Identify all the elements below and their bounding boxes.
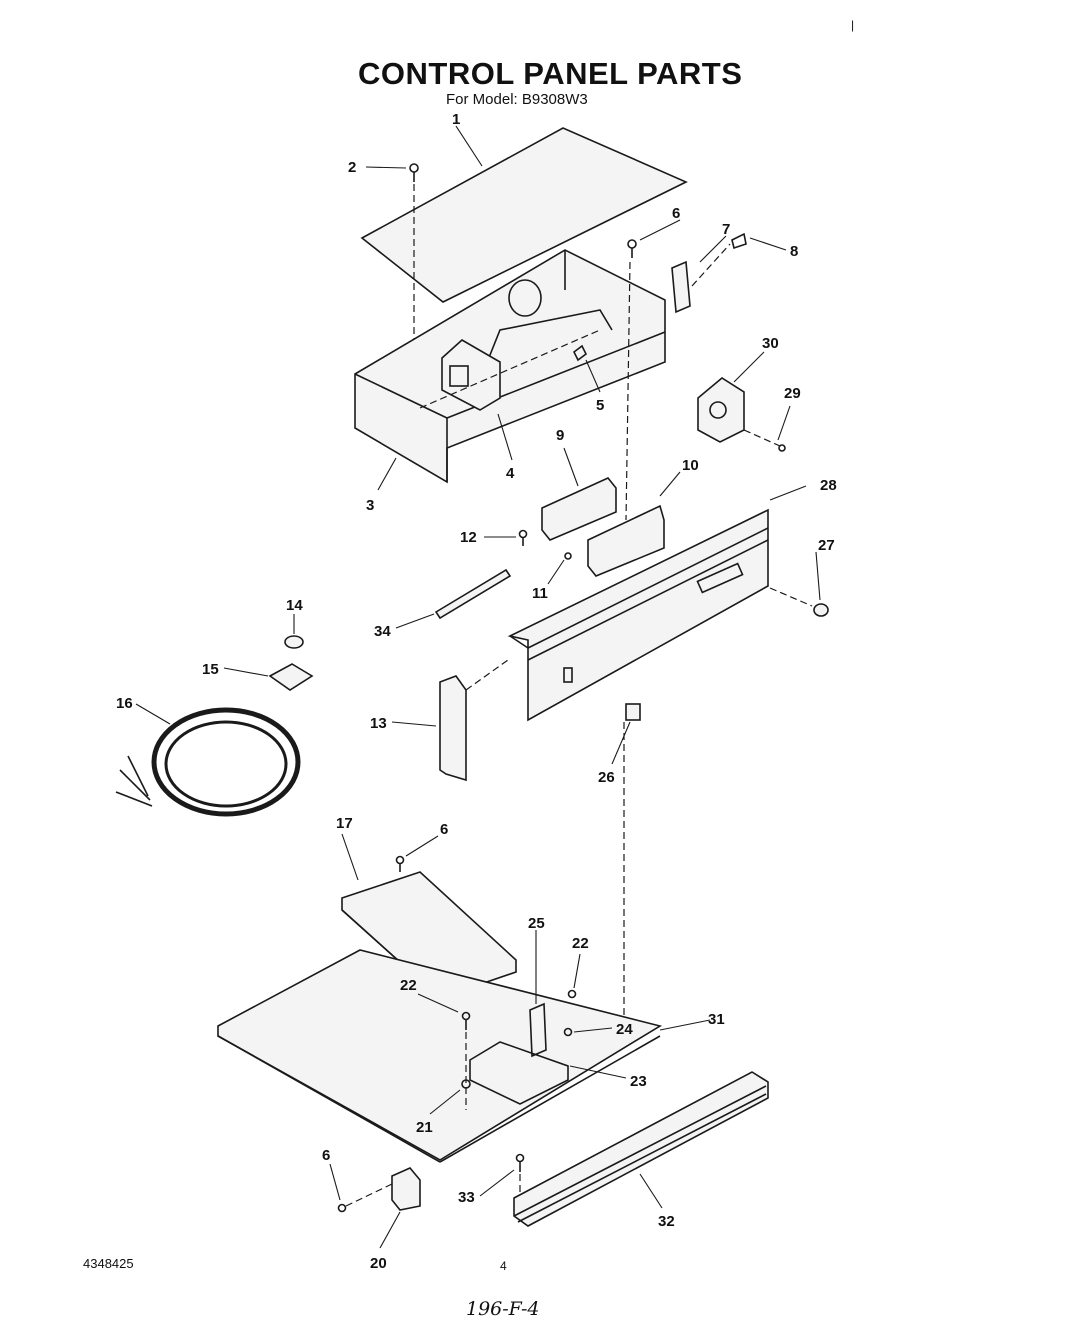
handwritten-note: 196-F-4 bbox=[466, 1298, 540, 1320]
callout-14: 14 bbox=[286, 597, 303, 614]
part-23-support bbox=[469, 1041, 569, 1105]
callout-labels: 1 2 3 4 5 6 6 6 7 8 9 10 11 12 13 14 15 … bbox=[116, 111, 837, 1272]
guide-line-7-8 bbox=[691, 243, 731, 287]
callout-24: 24 bbox=[616, 1021, 633, 1038]
callout-28: 28 bbox=[820, 477, 837, 494]
part-33-screw bbox=[515, 1153, 525, 1172]
part-7-bracket bbox=[671, 260, 691, 314]
part-15-plate bbox=[268, 663, 314, 691]
callout-27: 27 bbox=[818, 537, 835, 554]
part-3-housing bbox=[354, 249, 666, 484]
callout-22-left: 22 bbox=[400, 977, 417, 994]
part-28-control-panel bbox=[507, 508, 769, 722]
callout-31: 31 bbox=[708, 1011, 725, 1028]
callout-23: 23 bbox=[630, 1073, 647, 1090]
callout-8: 8 bbox=[790, 243, 798, 260]
part-9-display-board bbox=[541, 477, 617, 541]
callout-34: 34 bbox=[374, 623, 391, 640]
callout-4: 4 bbox=[506, 465, 515, 482]
part-6-screw-top bbox=[627, 239, 637, 258]
callout-26: 26 bbox=[598, 769, 615, 786]
part-22-screw-left bbox=[461, 1011, 471, 1030]
part-27-knob bbox=[813, 603, 829, 617]
callout-20: 20 bbox=[370, 1255, 387, 1272]
callout-6-top: 6 bbox=[672, 205, 680, 222]
callout-6-mid: 6 bbox=[440, 821, 448, 838]
callout-11: 11 bbox=[532, 585, 548, 602]
part-10-display-board bbox=[587, 504, 665, 577]
callout-30: 30 bbox=[762, 335, 779, 352]
callout-16: 16 bbox=[116, 695, 133, 712]
part-13-end-cap bbox=[439, 675, 467, 782]
part-24-screw bbox=[563, 1027, 573, 1037]
part-5-clip bbox=[572, 344, 588, 362]
leader-lines bbox=[135, 125, 821, 1249]
part-21-fastener bbox=[461, 1079, 471, 1089]
callout-25: 25 bbox=[528, 915, 545, 932]
guide-line-27 bbox=[769, 587, 813, 607]
callout-15: 15 bbox=[202, 661, 219, 678]
part-6-screw-bottom bbox=[337, 1203, 347, 1213]
guide-line-13 bbox=[465, 659, 509, 691]
guide-line-29 bbox=[743, 429, 781, 447]
part-11-screw bbox=[564, 552, 572, 560]
part-20-bracket bbox=[391, 1167, 421, 1211]
page-title: CONTROL PANEL PARTS bbox=[358, 56, 743, 91]
guide-line-20 bbox=[345, 1183, 393, 1207]
callout-3: 3 bbox=[366, 497, 374, 514]
guide-line-6 bbox=[625, 261, 631, 521]
part-16-power-cord bbox=[115, 707, 301, 817]
callout-1: 1 bbox=[452, 111, 460, 128]
part-34-strip bbox=[434, 568, 512, 620]
callout-9: 9 bbox=[556, 427, 564, 444]
callout-33: 33 bbox=[458, 1189, 475, 1206]
callout-22-right: 22 bbox=[572, 935, 589, 952]
part-30-switch bbox=[697, 377, 745, 443]
part-12-screw bbox=[518, 529, 528, 546]
part-26-clip bbox=[625, 703, 641, 721]
callout-12: 12 bbox=[460, 529, 477, 546]
callout-21: 21 bbox=[416, 1119, 433, 1136]
part-2-screw bbox=[409, 163, 419, 182]
callout-6-bottom: 6 bbox=[322, 1147, 330, 1164]
part-25-bracket bbox=[529, 1002, 547, 1058]
callout-32: 32 bbox=[658, 1213, 675, 1230]
part-31-base-plate bbox=[217, 949, 663, 1161]
part-1-top-cover bbox=[360, 127, 688, 303]
callout-13: 13 bbox=[370, 715, 387, 732]
callout-17: 17 bbox=[336, 815, 353, 832]
callout-2: 2 bbox=[348, 159, 356, 176]
part-14-grommet bbox=[284, 635, 304, 649]
part-6-screw-mid bbox=[395, 855, 405, 872]
corner-mark: | bbox=[851, 18, 855, 32]
page-mark: 4 bbox=[500, 1259, 507, 1273]
model-subtitle: For Model: B9308W3 bbox=[446, 91, 588, 108]
part-22-screw-right bbox=[567, 989, 577, 999]
document-number: 4348425 bbox=[83, 1256, 134, 1271]
part-32-trim bbox=[513, 1071, 769, 1227]
callout-7: 7 bbox=[722, 221, 730, 238]
callout-5: 5 bbox=[596, 397, 604, 414]
part-29-screw bbox=[778, 444, 786, 452]
part-8-clip bbox=[731, 232, 747, 250]
callout-10: 10 bbox=[682, 457, 699, 474]
callout-29: 29 bbox=[784, 385, 801, 402]
